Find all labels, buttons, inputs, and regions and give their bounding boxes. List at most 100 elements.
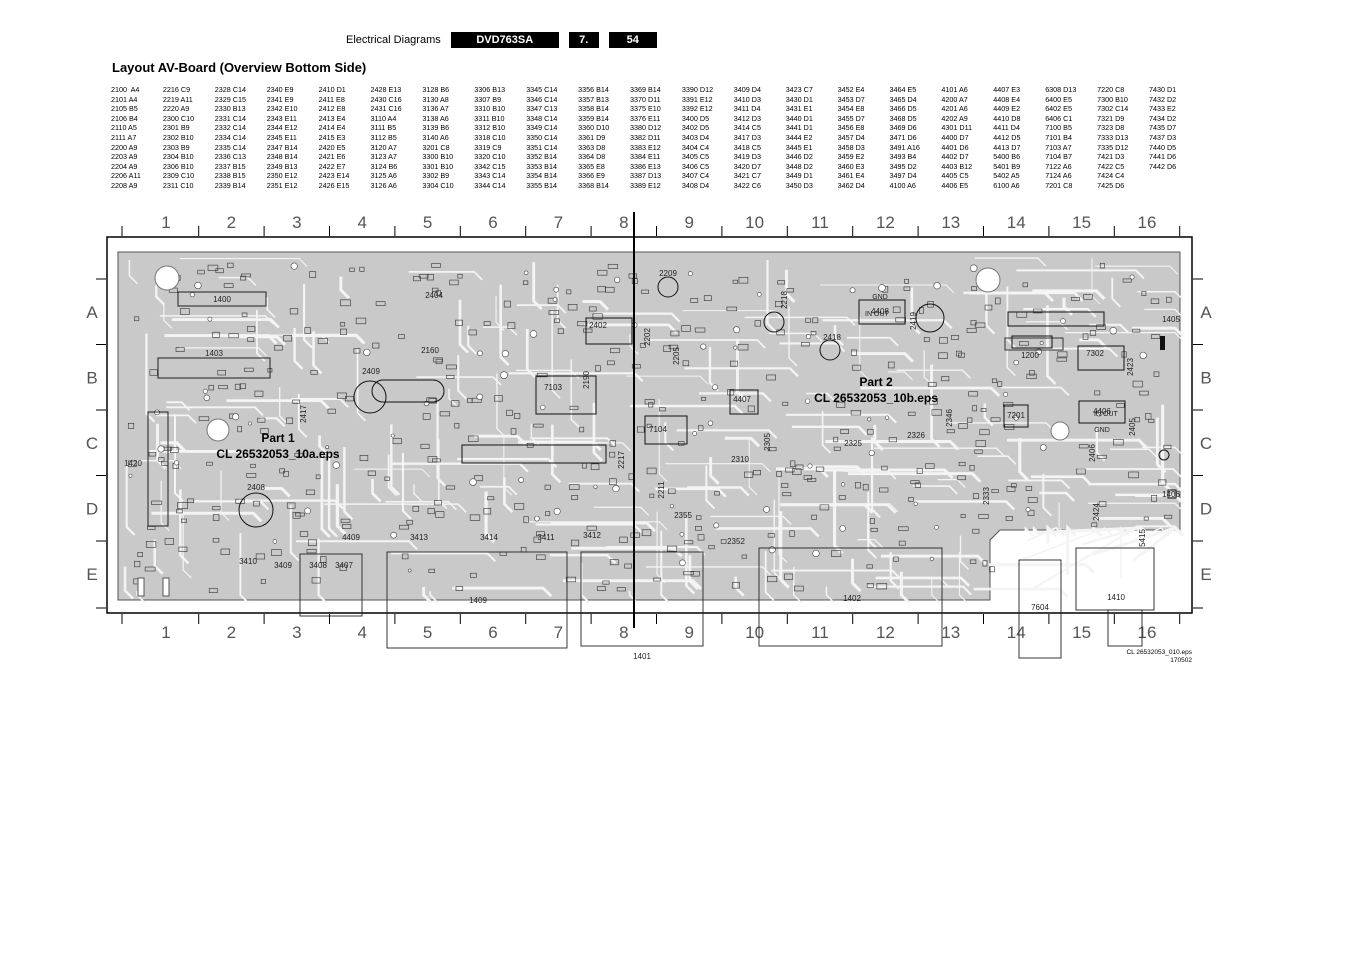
component-label: 7302 bbox=[1086, 349, 1104, 358]
trace bbox=[825, 439, 960, 451]
index-entry: 3368 B14 bbox=[578, 180, 609, 190]
via bbox=[553, 507, 561, 515]
smd-pad bbox=[754, 320, 761, 327]
trace bbox=[413, 484, 423, 502]
index-entry: 2110 A5 bbox=[111, 123, 137, 133]
smd-pad bbox=[851, 349, 857, 356]
trace bbox=[457, 457, 558, 468]
index-entry: 2329 C15 bbox=[214, 94, 246, 104]
index-entry: 3383 E12 bbox=[630, 142, 661, 152]
index-entry: 3301 B10 bbox=[422, 161, 454, 171]
index-entry: 3464 E5 bbox=[889, 85, 917, 94]
via bbox=[272, 539, 278, 544]
via bbox=[203, 394, 211, 402]
trace bbox=[824, 503, 897, 514]
index-entry: 2339 B14 bbox=[214, 180, 246, 190]
smd-pad bbox=[602, 580, 610, 585]
board-frame bbox=[106, 236, 1193, 614]
smd-pad bbox=[295, 512, 305, 517]
smd-pad bbox=[744, 471, 754, 478]
smd-pad bbox=[670, 330, 680, 337]
index-entry: 2216 C9 bbox=[162, 85, 191, 94]
trace bbox=[296, 540, 418, 550]
component-label: 2419 bbox=[909, 312, 918, 330]
index-entry: 3360 D10 bbox=[578, 123, 610, 133]
index-entry: 3466 D5 bbox=[889, 104, 917, 114]
smd-pad bbox=[217, 369, 227, 376]
trace bbox=[1026, 321, 1069, 331]
trace bbox=[833, 325, 844, 347]
grid-row-label: C bbox=[86, 434, 98, 453]
index-entry: 7323 D8 bbox=[1097, 123, 1125, 133]
via bbox=[1013, 359, 1019, 366]
index-entry: 3421 C7 bbox=[733, 171, 761, 181]
smd-pad bbox=[286, 417, 294, 425]
smd-pad bbox=[304, 327, 311, 334]
index-entry: 3417 D3 bbox=[733, 132, 761, 142]
index-entry: 2420 E5 bbox=[318, 142, 346, 152]
smd-pad bbox=[246, 326, 256, 332]
via bbox=[868, 449, 875, 456]
smd-pad bbox=[590, 463, 600, 471]
smd-pad bbox=[925, 463, 935, 469]
smd-pad bbox=[320, 556, 327, 563]
smd-pad bbox=[309, 271, 317, 278]
smd-pad bbox=[503, 300, 511, 308]
trace bbox=[343, 447, 354, 521]
grid-column-label: 10 bbox=[745, 213, 764, 232]
trace bbox=[687, 486, 750, 497]
smd-pad bbox=[904, 278, 909, 284]
smd-pad bbox=[349, 267, 355, 272]
smd-pad bbox=[730, 360, 738, 367]
smd-pad bbox=[1057, 351, 1068, 358]
trace bbox=[289, 505, 300, 562]
via bbox=[849, 287, 856, 294]
index-entry: 2328 C14 bbox=[214, 85, 246, 94]
index-entry: 3471 D6 bbox=[889, 132, 917, 142]
smd-pad bbox=[624, 563, 632, 569]
smd-pad bbox=[254, 390, 264, 397]
index-entry: 4301 D11 bbox=[941, 123, 973, 133]
index-entry: 2302 B10 bbox=[162, 132, 194, 142]
trace bbox=[850, 352, 914, 363]
index-entry: 3406 C5 bbox=[681, 161, 710, 171]
smd-pad bbox=[766, 374, 777, 381]
smd-pad bbox=[292, 399, 301, 404]
ic-package bbox=[1077, 345, 1125, 371]
index-entry: 4201 A6 bbox=[941, 104, 968, 114]
grid-column-label: 14 bbox=[1007, 623, 1026, 642]
grid-column-label: 13 bbox=[941, 623, 960, 642]
trace bbox=[867, 491, 878, 559]
grid-column-label: 5 bbox=[423, 623, 432, 642]
smd-pad bbox=[741, 554, 748, 559]
index-entry: 2219 A11 bbox=[162, 94, 193, 104]
smd-pad bbox=[246, 473, 257, 478]
index-entry: 7201 C8 bbox=[1045, 180, 1073, 190]
smd-pad bbox=[1132, 328, 1141, 333]
grid-column-label: 7 bbox=[554, 213, 563, 232]
index-entry: 3120 A7 bbox=[370, 142, 397, 152]
component-label: 2305 bbox=[763, 433, 772, 451]
part2-file: CL 26532053_10b.eps bbox=[814, 391, 938, 405]
smd-pad bbox=[795, 464, 804, 471]
smd-pad bbox=[628, 273, 637, 279]
index-entry: 3354 B14 bbox=[526, 171, 557, 181]
smd-pad bbox=[435, 358, 443, 365]
index-entry: 3453 D7 bbox=[837, 94, 865, 104]
via bbox=[1003, 391, 1009, 397]
trace bbox=[1066, 524, 1077, 575]
ic-package bbox=[1007, 311, 1105, 327]
index-entry: 6402 E5 bbox=[1045, 104, 1072, 114]
trace bbox=[1018, 438, 1029, 481]
smd-pad bbox=[435, 511, 445, 518]
component-label: 2333 bbox=[982, 487, 991, 505]
via bbox=[202, 388, 208, 394]
smd-pad bbox=[127, 422, 135, 429]
via bbox=[1013, 415, 1019, 421]
grid-column-label: 6 bbox=[488, 213, 497, 232]
trace bbox=[1006, 286, 1017, 349]
ic-package bbox=[535, 375, 597, 415]
index-entry: 2413 E4 bbox=[318, 113, 346, 123]
